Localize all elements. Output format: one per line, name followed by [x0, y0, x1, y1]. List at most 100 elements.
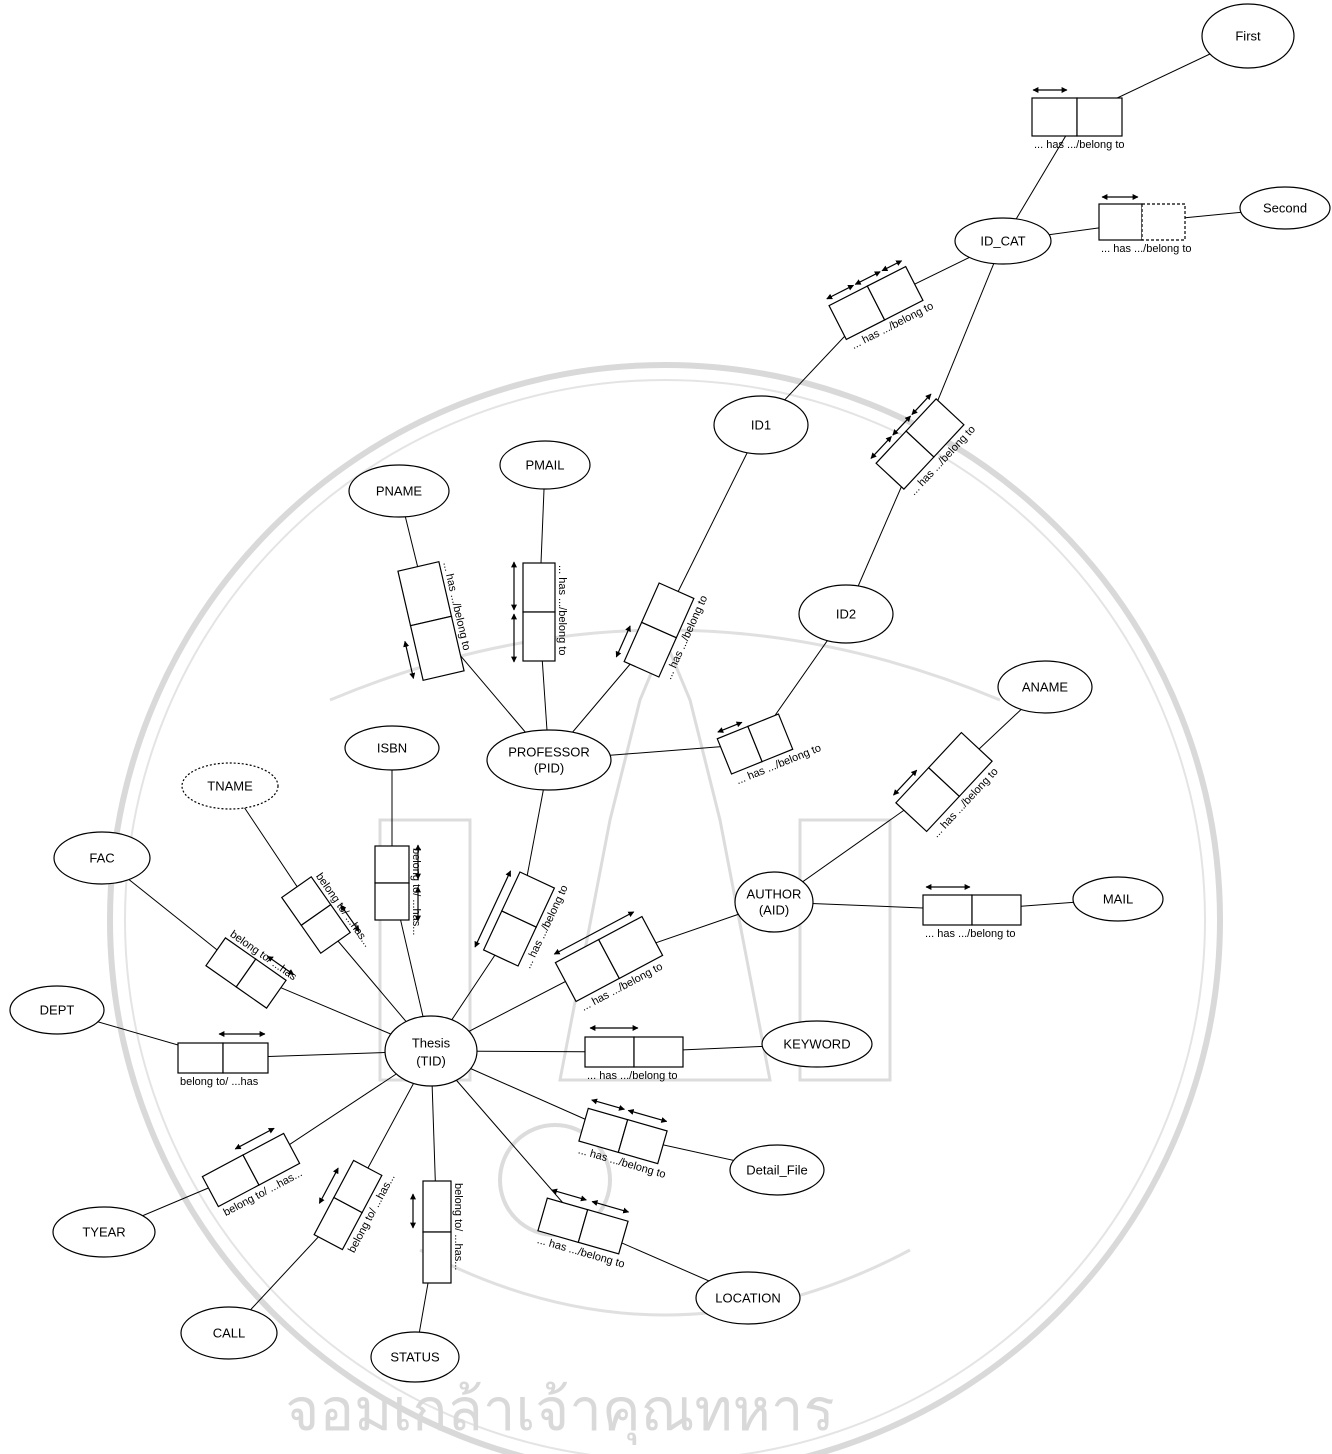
entity-label: DEPT — [40, 1003, 75, 1018]
entity-oval — [348, 464, 450, 518]
entity-oval — [1201, 3, 1295, 69]
entity-dept: DEPT — [9, 985, 105, 1035]
role-box-left — [422, 1180, 452, 1233]
role-box-left — [1098, 203, 1143, 241]
role-box-right — [927, 731, 993, 798]
relation-thesis-tyear: belong to/ ...has... — [201, 1127, 304, 1219]
uniqueness-arrow — [403, 640, 416, 680]
entity-label: ID_CAT — [980, 234, 1025, 249]
entity-oval — [486, 729, 612, 791]
role-box-left — [584, 1036, 635, 1068]
role-box-right — [333, 1159, 383, 1214]
uniqueness-arrow — [591, 1200, 630, 1214]
role-box-right — [640, 582, 695, 639]
role-box-left — [1031, 97, 1078, 137]
entity-detail-file: Detail_File — [729, 1144, 825, 1196]
entity-id1: ID1 — [713, 395, 809, 455]
entity-oval — [954, 217, 1052, 265]
role-box-right — [409, 615, 465, 682]
entity-label: Thesis — [412, 1035, 451, 1050]
entity-label: TYEAR — [82, 1225, 125, 1240]
relation-author-mail: ... has .../belong to — [922, 884, 1022, 940]
entity-ovals: Thesis (TID) PROFESSOR(PID) AUTHOR(AID) Firs… — [9, 3, 1331, 1383]
entity-label: TNAME — [207, 779, 253, 794]
entity-label: (TID) — [416, 1053, 446, 1068]
entity-call: CALL — [180, 1306, 278, 1360]
entity-label: Detail_File — [746, 1163, 807, 1178]
entity-label: (AID) — [759, 903, 789, 918]
entity-label: FAC — [89, 851, 114, 866]
entity-oval — [1239, 186, 1331, 230]
university-seal-watermark: จอมเกล้าเจ้าคุณทหาร — [107, 362, 1223, 1454]
entity-id-cat: ID_CAT — [954, 217, 1052, 265]
entity-oval — [1072, 876, 1164, 922]
entity-label: ISBN — [377, 741, 407, 756]
uniqueness-arrow — [826, 284, 855, 300]
relation-label: ... has .../belong to — [1101, 243, 1192, 255]
entity-oval — [695, 1271, 801, 1325]
uniqueness-arrow — [870, 436, 892, 459]
entity-oval — [180, 1306, 278, 1360]
relation-label: ... has .../belong to — [925, 928, 1016, 940]
entity-label: PMAIL — [525, 458, 564, 473]
role-box-right — [374, 882, 410, 921]
relation-thesis-prof: ... has .../belong to — [474, 870, 571, 971]
entity-label: KEYWORD — [783, 1037, 850, 1052]
entity-pmail: PMAIL — [499, 440, 591, 490]
entity-oval — [798, 584, 894, 644]
uniqueness-arrow — [474, 870, 512, 948]
role-box-left — [922, 894, 973, 926]
entity-oval — [499, 440, 591, 490]
entity-isbn: ISBN — [344, 725, 440, 771]
entity-oval — [997, 660, 1093, 714]
entity-label: PROFESSOR — [508, 745, 590, 760]
entity-tname: TNAME — [181, 762, 279, 810]
uniqueness-arrow — [615, 625, 631, 658]
entity-label: Second — [1263, 201, 1307, 216]
entity-oval — [344, 725, 440, 771]
relation-prof-id2: ... has .../belong to — [716, 713, 823, 787]
entity-oval — [734, 871, 814, 933]
entity-oval — [761, 1020, 873, 1068]
entity-label: LOCATION — [715, 1291, 781, 1306]
uniqueness-arrow — [892, 415, 911, 436]
entity-label: AUTHOR — [747, 887, 802, 902]
uniqueness-arrow — [340, 904, 360, 932]
uniqueness-arrow — [591, 1098, 625, 1111]
role-box-right — [1141, 203, 1186, 241]
entity-second: Second — [1239, 186, 1331, 230]
relation-first-idcat: ... has .../belong to — [1031, 87, 1125, 151]
relation-prof-pmail: ... has .../belong to — [511, 561, 568, 663]
relation-thesis-dept: belong to/ ...has — [177, 1031, 269, 1088]
uniqueness-arrow — [911, 393, 932, 416]
relation-label: belong to/ ...has — [180, 1076, 259, 1088]
entity-oval — [9, 985, 105, 1035]
entity-label: CALL — [213, 1326, 246, 1341]
uniqueness-arrow — [318, 1167, 339, 1204]
role-box-right — [971, 894, 1022, 926]
entity-oval — [53, 831, 151, 885]
uniqueness-arrow — [627, 1109, 668, 1123]
role-box-right — [1076, 97, 1123, 137]
uniqueness-arrow — [234, 1127, 275, 1150]
role-box-right — [866, 265, 924, 321]
entity-pname: PNAME — [348, 464, 450, 518]
entity-professor: PROFESSOR(PID) — [486, 729, 612, 791]
uniqueness-arrow — [551, 1188, 587, 1202]
entity-oval — [713, 395, 809, 455]
role-box-right — [633, 1036, 684, 1068]
role-box-right — [577, 1208, 629, 1255]
relation-thesis-author: ... has .../belong to — [553, 911, 665, 1014]
entity-keyword: KEYWORD — [761, 1020, 873, 1068]
entity-oval — [384, 1015, 478, 1087]
entity-id2: ID2 — [798, 584, 894, 644]
relation-thesis-isbn: belong to/ ...has... — [374, 844, 422, 935]
relation-label: ... has .../belong to — [1034, 139, 1125, 151]
role-box-left — [177, 1042, 224, 1074]
entity-location: LOCATION — [695, 1271, 801, 1325]
entity-label: STATUS — [390, 1350, 440, 1365]
entity-mail: MAIL — [1072, 876, 1164, 922]
entity-label: MAIL — [1103, 892, 1133, 907]
entity-first: First — [1201, 3, 1295, 69]
relation-label: ... has .../belong to — [556, 565, 568, 656]
